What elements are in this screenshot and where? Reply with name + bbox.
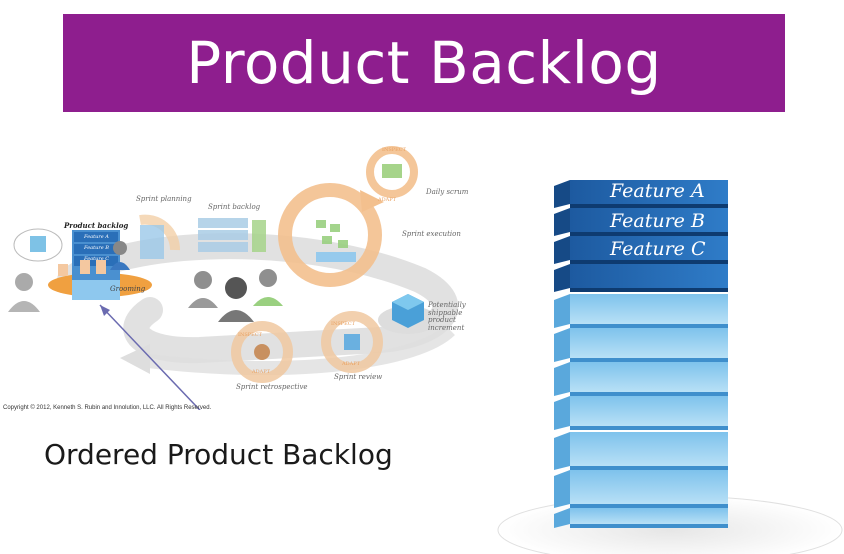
sprint-review-cycle	[321, 311, 383, 373]
stack-block-7	[570, 362, 728, 392]
scrum-process-diagram	[8, 146, 459, 410]
retro-adapt-label: ADAPT	[252, 369, 270, 375]
ordered-backlog-caption: Ordered Product Backlog	[44, 438, 393, 471]
feature-a-small-label: Feature A	[84, 234, 109, 240]
feature-b-small-label: Feature B	[84, 245, 109, 251]
stack-block-edge-10	[570, 504, 728, 508]
sprint-retrospective-cycle	[231, 321, 293, 383]
stack-block-6	[570, 328, 728, 358]
stack-block-side-6	[554, 328, 570, 362]
daily-scrum-label: Daily scrum	[426, 188, 469, 196]
hands-icon	[58, 260, 106, 276]
sprint-backlog-icon	[198, 218, 266, 252]
stack-block-1	[570, 180, 728, 204]
stack-block-side-11	[554, 508, 570, 528]
stack-block-edge-8	[570, 426, 728, 430]
daily-scrum-cycle	[366, 146, 418, 198]
sprint-execution-icon	[316, 220, 356, 262]
stack-block-edge-1	[570, 204, 728, 208]
team-person-icon-1	[188, 271, 218, 308]
potentially-shippable-label: Potentially shippable product increment	[428, 301, 466, 333]
stack-block-11	[570, 508, 728, 524]
title-banner: Product Backlog	[63, 14, 785, 112]
sprint-planning-label: Sprint planning	[136, 195, 192, 203]
stack-block-side-7	[554, 362, 570, 396]
stack-block-5	[570, 294, 728, 324]
feature-a-label: Feature A	[610, 180, 705, 202]
stack-block-side-10	[554, 470, 570, 508]
stack-block-side-2	[554, 208, 570, 236]
pointer-arrow-head	[100, 305, 110, 316]
stack-block-10	[570, 470, 728, 504]
sprint-execution-cycle	[278, 183, 382, 287]
stack-block-9	[570, 432, 728, 466]
stack-block-edge-2	[570, 232, 728, 236]
daily-adapt-label: ADAPT	[378, 197, 396, 203]
feature-b-label: Feature B	[610, 210, 705, 232]
team-person-icon-3	[253, 269, 283, 306]
backlog-stack-illustration	[497, 180, 843, 554]
feature-c-small-label: Feature C	[84, 256, 110, 262]
stack-block-8	[570, 396, 728, 426]
stakeholder-person-icon	[8, 273, 40, 312]
stack-block-edge-9	[570, 466, 728, 470]
review-adapt-label: ADAPT	[342, 361, 360, 367]
stack-block-side-8	[554, 396, 570, 430]
stack-block-side-1	[554, 180, 570, 208]
stack-block-3	[570, 236, 728, 260]
daily-inspect-label: INSPECT	[382, 147, 406, 153]
feature-c-label: Feature C	[610, 238, 706, 260]
page-title: Product Backlog	[186, 29, 662, 97]
gear-icon	[254, 344, 270, 360]
review-inspect-label: INSPECT	[331, 321, 355, 327]
pointer-line	[99, 304, 201, 410]
stack-block-side-3	[554, 236, 570, 264]
return-arrow-head	[120, 344, 150, 374]
stack-block-side-4	[554, 264, 570, 292]
product-increment-icon	[378, 294, 438, 334]
stack-block-edge-6	[570, 358, 728, 362]
stack-block-side-9	[554, 432, 570, 470]
team-person-icon-2	[218, 277, 254, 322]
copyright-notice: Copyright © 2012, Kenneth S. Rubin and I…	[3, 405, 212, 411]
retro-inspect-label: INSPECT	[238, 332, 262, 338]
sprint-execution-arrow-head	[360, 190, 384, 212]
sprint-planning-arc	[139, 214, 181, 251]
sprint-planning-icon	[140, 225, 164, 259]
stack-block-side-5	[554, 294, 570, 328]
sprint-execution-label: Sprint execution	[402, 230, 461, 238]
sprint-review-icon	[344, 334, 360, 350]
stack-block-edge-7	[570, 392, 728, 396]
stack-block-edge-5	[570, 324, 728, 328]
stack-block-edge-11	[570, 524, 728, 528]
daily-scrum-icon	[382, 164, 402, 178]
stack-block-4	[570, 264, 728, 288]
stack-block-edge-4	[570, 288, 728, 292]
stack-block-2	[570, 208, 728, 232]
product-backlog-label: Product backlog	[64, 221, 129, 230]
sprint-retrospective-label: Sprint retrospective	[236, 383, 308, 391]
sprint-review-label: Sprint review	[334, 373, 383, 381]
product-owner-person-icon	[110, 241, 130, 270]
grooming-label: Grooming	[110, 285, 146, 293]
sprint-backlog-label: Sprint backlog	[208, 203, 261, 211]
stack-block-edge-3	[570, 260, 728, 264]
